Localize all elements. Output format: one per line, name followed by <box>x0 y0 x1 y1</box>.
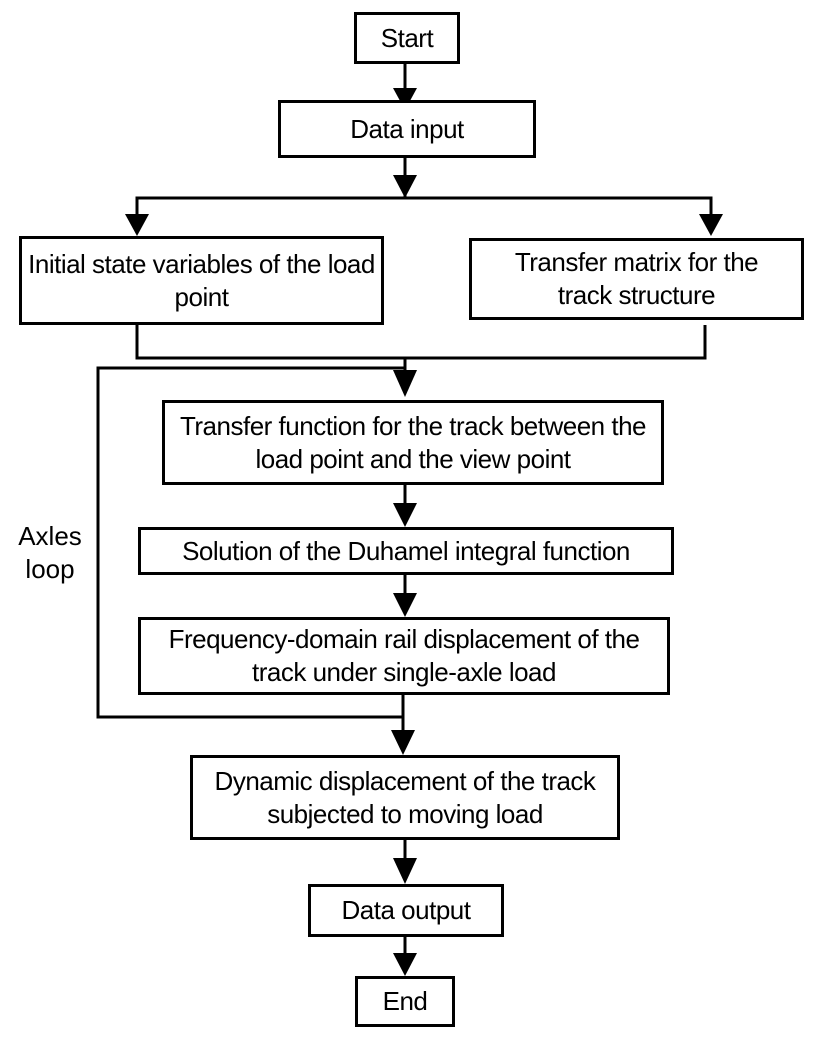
node-start-label: Start <box>380 22 434 53</box>
node-duhamel: Solution of the Duhamel integral functio… <box>138 527 674 575</box>
node-end: End <box>355 976 455 1027</box>
axles-loop-line2: loop <box>25 554 75 584</box>
node-end-label: End <box>382 986 428 1016</box>
node-freq-domain-label: Frequency-domain rail displacement of th… <box>168 624 640 687</box>
edge-merge <box>135 325 707 360</box>
arrowhead <box>393 858 417 884</box>
node-initial-state: Initial state variables of the load poin… <box>19 236 384 325</box>
node-dynamic-displacement: Dynamic displacement of the track subjec… <box>190 755 620 840</box>
node-start: Start <box>354 12 460 64</box>
node-data-input-label: Data input <box>350 113 464 144</box>
edge-axles-loop <box>96 366 405 719</box>
arrowhead <box>393 175 417 198</box>
node-initial-state-label: Initial state variables of the load poin… <box>28 248 375 312</box>
axles-loop-label: Axles loop <box>10 520 90 586</box>
node-transfer-function-label: Transfer function for the track between … <box>179 410 647 474</box>
node-transfer-matrix: Transfer matrix for the track structure <box>469 238 804 320</box>
arrowhead <box>393 953 417 976</box>
node-duhamel-label: Solution of the Duhamel integral functio… <box>182 535 630 566</box>
node-data-input: Data input <box>278 100 536 158</box>
edge-split <box>135 196 713 218</box>
arrowhead <box>391 730 415 755</box>
node-freq-domain: Frequency-domain rail displacement of th… <box>138 617 670 695</box>
node-dynamic-displacement-label: Dynamic displacement of the track subjec… <box>214 765 596 829</box>
arrowhead <box>699 214 723 236</box>
axles-loop-line1: Axles <box>18 521 82 551</box>
arrowhead <box>393 88 417 110</box>
arrowhead <box>125 214 149 236</box>
arrowhead <box>393 503 417 527</box>
node-data-output-label: Data output <box>341 895 471 925</box>
arrowhead <box>393 593 417 617</box>
node-transfer-matrix-label: Transfer matrix for the track structure <box>514 247 759 310</box>
node-transfer-function: Transfer function for the track between … <box>162 400 664 485</box>
arrowhead <box>393 370 417 397</box>
node-data-output: Data output <box>308 884 504 937</box>
